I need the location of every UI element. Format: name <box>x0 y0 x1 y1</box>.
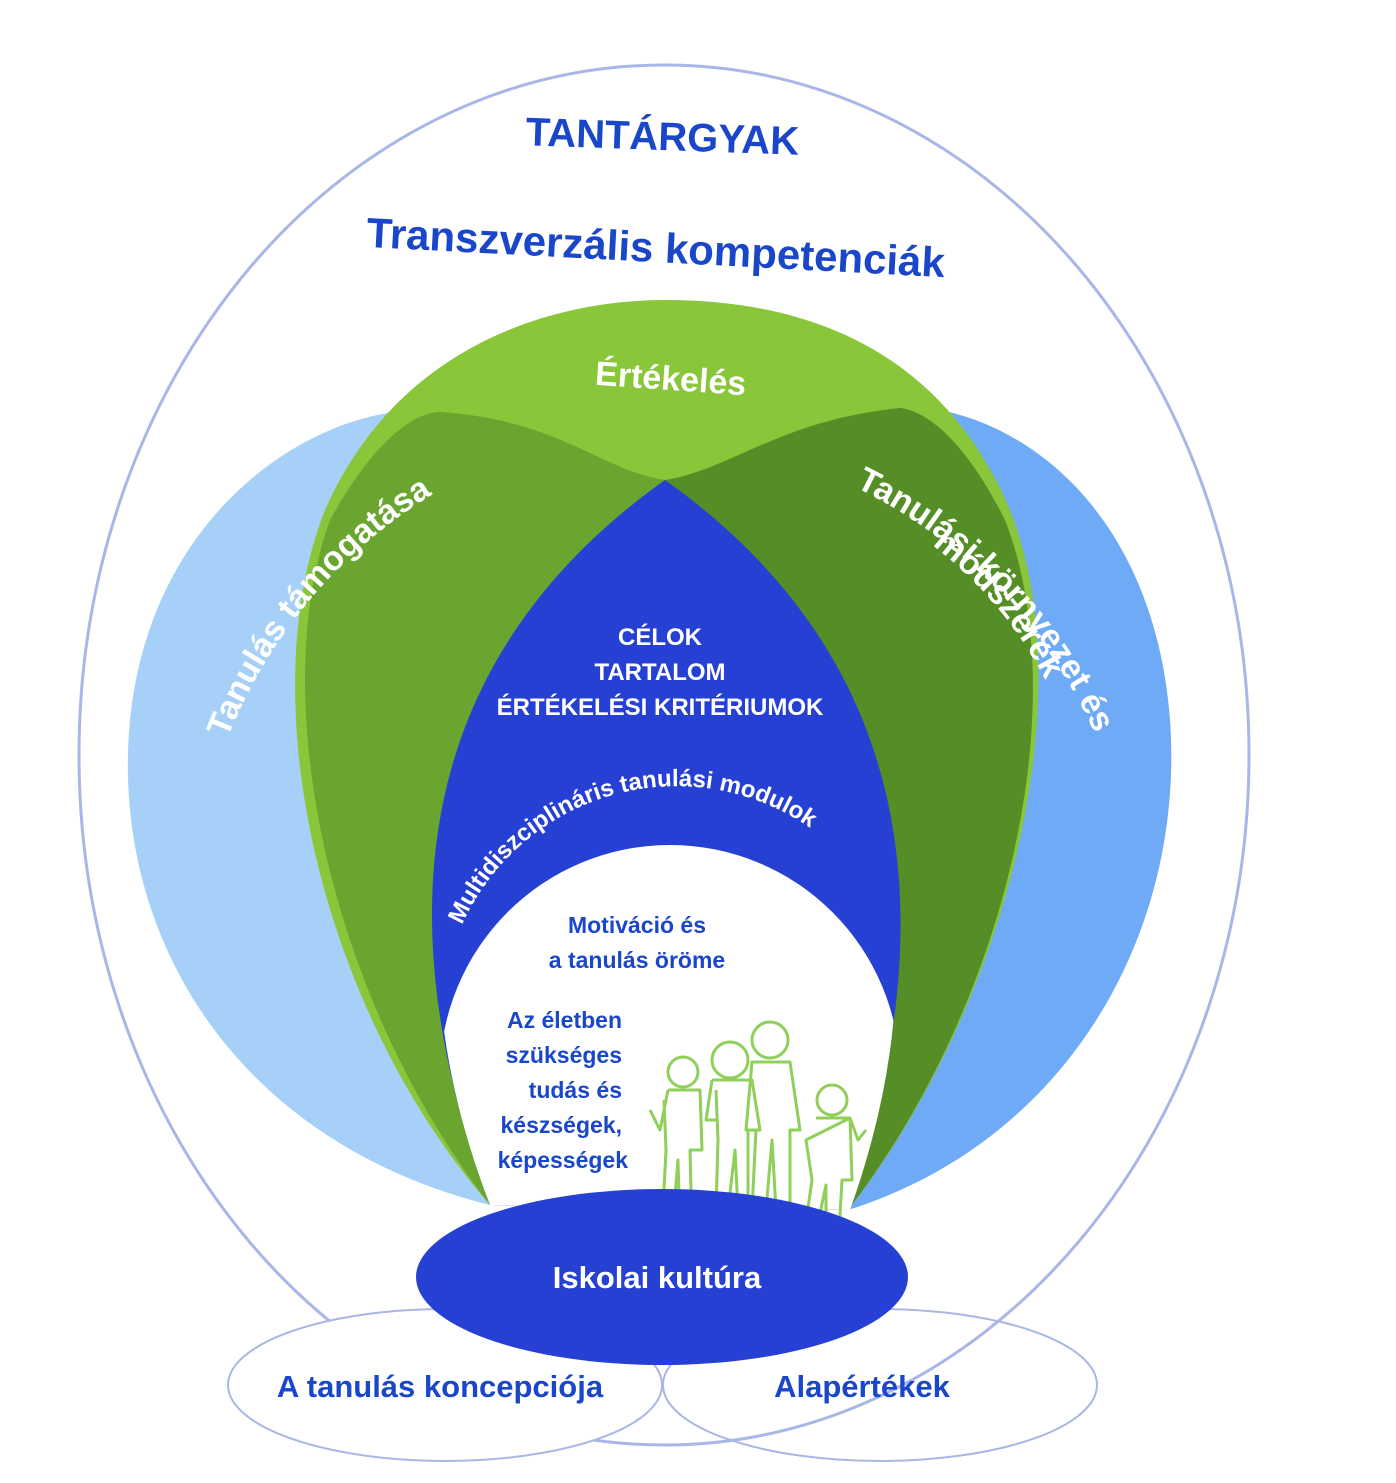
ellipse-school-culture <box>416 1189 908 1365</box>
motivation-line-1: Motiváció és <box>568 912 706 938</box>
overlap-right <box>665 408 1033 1210</box>
skills-line-5: képességek <box>498 1147 629 1173</box>
label-learning-concept: A tanulás koncepciója <box>277 1369 604 1404</box>
skills-line-4: készségek, <box>501 1112 622 1138</box>
motivation-line-2: a tanulás öröme <box>549 947 725 973</box>
core-line-criteria: ÉRTÉKELÉSI KRITÉRIUMOK <box>497 693 824 721</box>
children-outline-icon <box>648 1020 868 1252</box>
label-school-culture: Iskolai kultúra <box>553 1260 762 1295</box>
core-line-goals: CÉLOK <box>618 623 703 651</box>
overlap-left <box>305 412 665 1205</box>
label-core-values: Alapértékek <box>774 1369 951 1404</box>
inner-circle <box>440 845 897 1210</box>
skills-line-1: Az életben <box>507 1007 622 1033</box>
title-subjects: TANTÁRGYAK <box>525 109 800 164</box>
skills-line-3: tudás és <box>529 1077 622 1103</box>
skills-line-2: szükséges <box>506 1042 622 1068</box>
core-line-content: TARTALOM <box>594 659 725 686</box>
